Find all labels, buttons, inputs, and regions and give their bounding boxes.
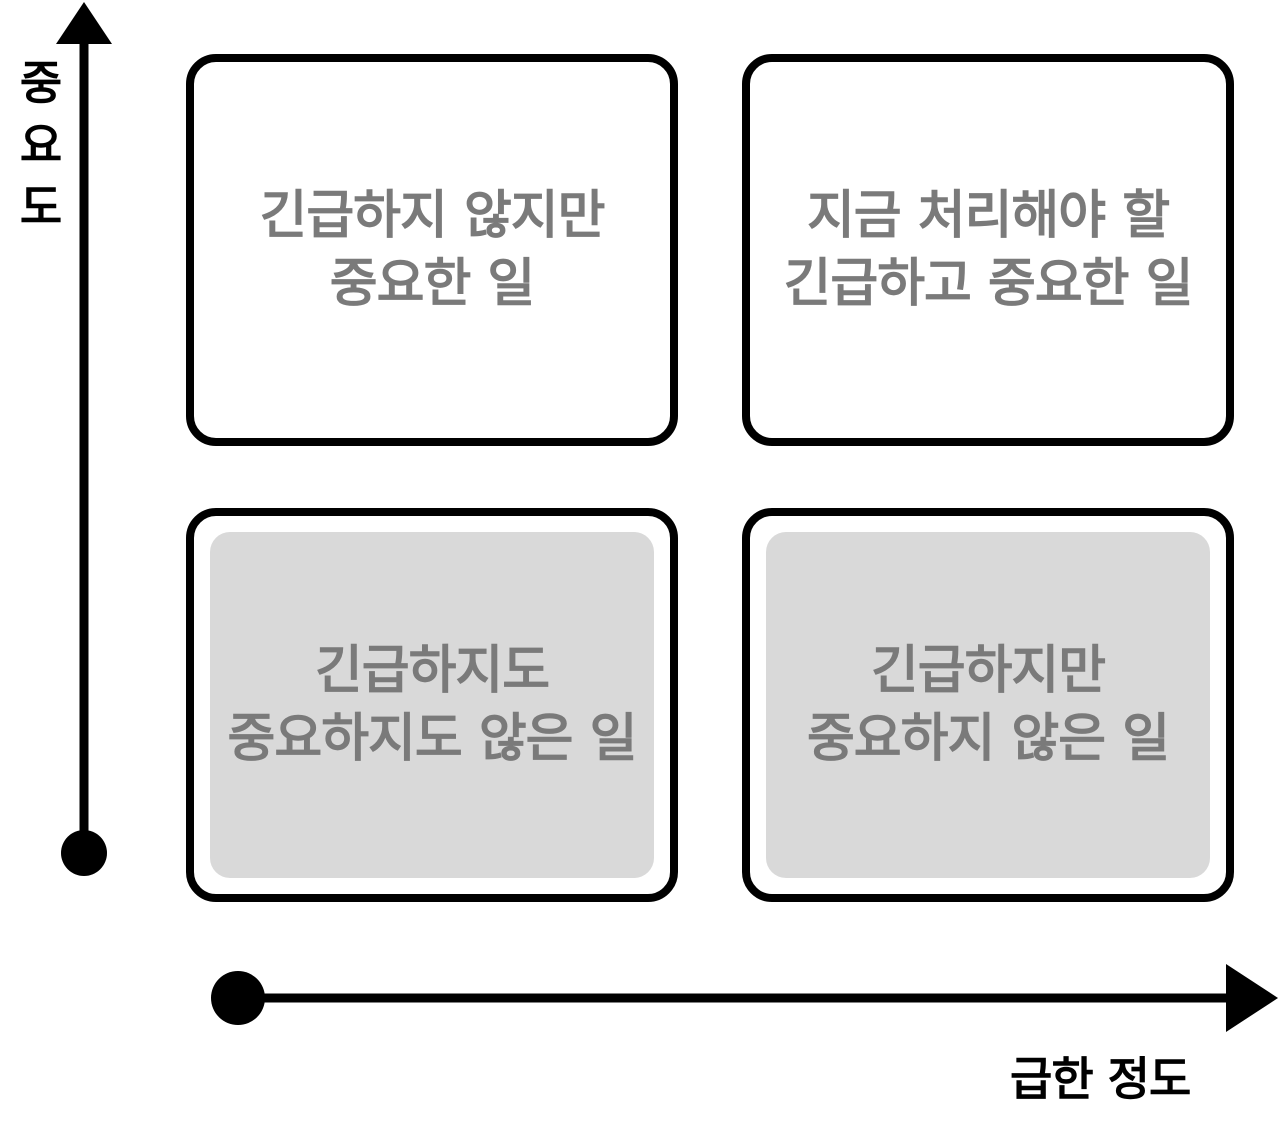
quadrant-label-line: 중요한 일 xyxy=(329,254,535,314)
quadrant-label-line: 긴급하고 중요한 일 xyxy=(783,254,1194,314)
quadrant-label-line: 지금 처리해야 할 xyxy=(806,186,1170,246)
quadrant-label-line: 긴급하지도 xyxy=(314,641,550,701)
quadrant-urgent-not-important: 긴급하지만 중요하지 않은 일 xyxy=(742,508,1234,902)
quadrant-label-line: 중요하지도 않은 일 xyxy=(227,709,638,769)
quadrant-important-not-urgent: 긴급하지 않지만 중요한 일 xyxy=(186,54,678,446)
quadrant-urgent-and-important: 지금 처리해야 할 긴급하고 중요한 일 xyxy=(742,54,1234,446)
quadrant-label-line: 중요하지 않은 일 xyxy=(806,709,1170,769)
quadrant-not-urgent-not-important: 긴급하지도 중요하지도 않은 일 xyxy=(186,508,678,902)
y-axis-title-char: 중 xyxy=(19,56,63,110)
x-axis-origin-dot xyxy=(211,971,265,1025)
quadrant-content: 긴급하지만 중요하지 않은 일 xyxy=(766,532,1210,878)
y-axis-title-char: 도 xyxy=(19,180,63,234)
y-axis-title: 중 요 도 xyxy=(14,52,68,238)
y-axis-arrowhead xyxy=(56,2,112,44)
quadrant-label-line: 긴급하지 않지만 xyxy=(259,186,606,246)
x-axis-arrowhead xyxy=(1226,964,1278,1032)
quadrant-label-line: 긴급하지만 xyxy=(870,641,1106,701)
x-axis-title: 급한 정도 xyxy=(1010,1052,1191,1106)
quadrant-content: 긴급하지도 중요하지도 않은 일 xyxy=(210,532,654,878)
quadrant-content: 지금 처리해야 할 긴급하고 중요한 일 xyxy=(766,78,1210,422)
y-axis-title-char: 요 xyxy=(19,118,63,172)
quadrant-content: 긴급하지 않지만 중요한 일 xyxy=(210,78,654,422)
y-axis-origin-dot xyxy=(61,830,107,876)
